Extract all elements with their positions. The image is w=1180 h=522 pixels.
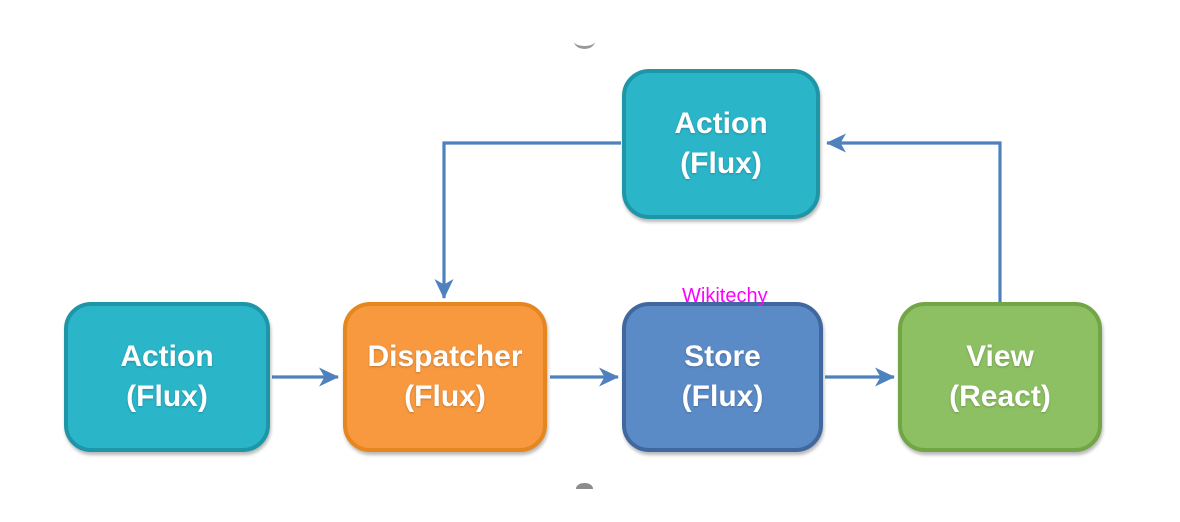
bottom-arc-artifact xyxy=(576,483,593,489)
node-sublabel: (Flux) xyxy=(126,380,208,413)
node-label: Action xyxy=(674,106,768,140)
node-view-react: View (React) xyxy=(898,302,1102,452)
node-label: View xyxy=(966,339,1034,373)
node-label: Action xyxy=(120,339,214,373)
wikitechy-watermark: Wikitechy xyxy=(682,285,768,307)
node-dispatcher-flux: Dispatcher (Flux) xyxy=(343,302,547,452)
node-sublabel: (Flux) xyxy=(681,380,764,413)
node-sublabel: (Flux) xyxy=(404,380,486,413)
node-sublabel: (Flux) xyxy=(680,147,762,180)
node-store-flux: Store (Flux) xyxy=(622,302,823,452)
edge-view-to-action-top xyxy=(826,133,1002,302)
edge-action-top-to-dispatcher xyxy=(434,141,621,299)
top-arc-artifact xyxy=(574,41,595,49)
node-label: Store xyxy=(684,339,761,373)
node-action-flux-top: Action (Flux) xyxy=(622,69,820,219)
node-action-flux-left: Action (Flux) xyxy=(64,302,270,452)
node-sublabel: (React) xyxy=(949,380,1051,413)
node-label: Dispatcher xyxy=(367,339,523,373)
